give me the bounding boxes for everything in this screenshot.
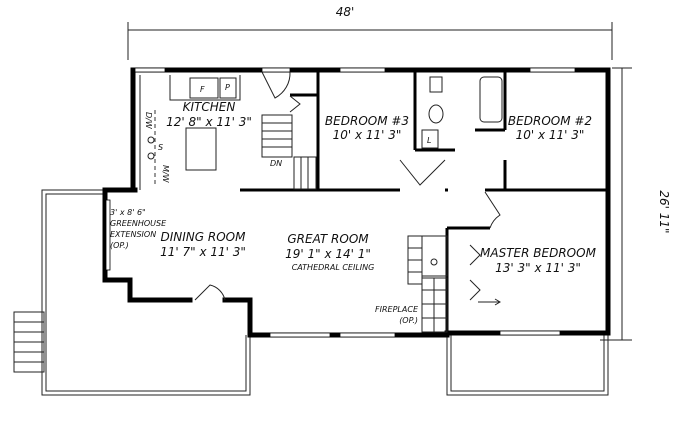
greenhouse-line2: EXTENSION [110,230,156,239]
linen-label: L [427,136,431,145]
stairs-label: DN [270,159,282,168]
bedroom2-size: 10' x 11' 3" [516,128,585,142]
great-room-size: 19' 1" x 14' 1" [285,247,371,261]
kitchen-size: 12' 8" x 11' 3" [166,115,252,129]
width-dimension: 48' [127,5,613,60]
fireplace-label: FIREPLACE [375,305,419,314]
sink-label: S [158,143,163,152]
bedroom2-name: BEDROOM #2 [508,114,592,128]
great-room-name: GREAT ROOM [287,232,369,246]
depth-dimension: 26' 11" [600,67,671,341]
dining-size: 11' 7" x 11' 3" [160,245,246,259]
fridge-label: F [200,85,205,94]
pantry-label: P [225,83,230,92]
greenhouse-size: 3' x 8' 6" [110,208,146,217]
room-labels: KITCHEN 12' 8" x 11' 3" BEDROOM #3 10' x… [110,100,597,325]
doors [194,71,501,306]
bedroom3-name: BEDROOM #3 [325,114,409,128]
depth-label: 26' 11" [657,190,671,233]
exterior-walls [102,67,611,338]
deck-stairs [13,311,45,373]
greenhouse-line3: (OP.) [110,241,129,250]
staircase: DN [261,114,317,190]
interior-walls [240,70,608,333]
fireplace [407,235,448,333]
great-room-note: CATHEDRAL CEILING [292,263,375,272]
kitchen-name: KITCHEN [183,100,236,114]
right-deck [446,335,609,396]
master-size: 13' 3" x 11' 3" [495,261,581,275]
fridge [189,77,219,99]
width-label: 48' [336,5,355,19]
pantry [219,77,237,99]
dining-name: DINING ROOM [161,230,247,244]
master-name: MASTER BEDROOM [480,246,597,260]
left-deck [13,189,251,396]
kitchen-island [185,127,217,171]
kitchen-fixtures: F P D/W S M/W [139,75,241,190]
dishwasher-label: D/W [144,112,153,130]
bedroom3-size: 10' x 11' 3" [333,128,402,142]
greenhouse-line1: GREENHOUSE [110,219,167,228]
bathroom-fixtures: L [421,76,503,149]
fireplace-optional: (OP.) [399,316,418,325]
microwave-label: M/W [161,165,170,184]
